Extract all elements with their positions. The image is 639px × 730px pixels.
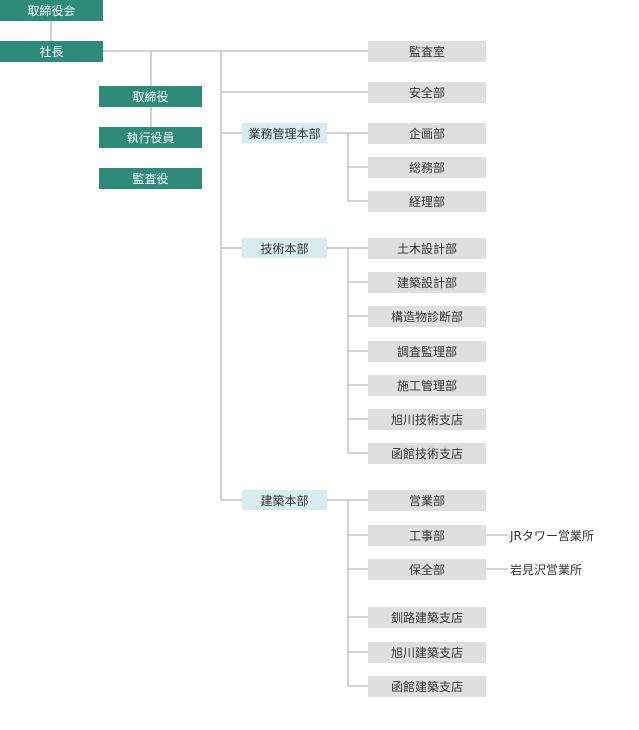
dept-box: 調査監理部 <box>368 341 486 362</box>
dept-box-audit-office: 監査室 <box>368 41 486 62</box>
dept-box: 施工管理部 <box>368 375 486 396</box>
sales-office-label: 岩見沢営業所 <box>510 563 583 577</box>
president-box: 社長 <box>0 41 103 62</box>
dept-box: 旭川技術支店 <box>368 409 486 430</box>
officer-box-directors: 取締役 <box>99 86 202 107</box>
dept-box: 総務部 <box>368 157 486 178</box>
division-box-engineering: 技術本部 <box>242 238 327 258</box>
sales-office-label: JRタワー営業所 <box>510 529 594 543</box>
dept-box: 釧路建築支店 <box>368 607 486 628</box>
dept-box: 旭川建築支店 <box>368 642 486 663</box>
dept-box: 経理部 <box>368 191 486 212</box>
dept-box: 土木設計部 <box>368 238 486 259</box>
officer-box-auditors: 監査役 <box>99 168 202 189</box>
board-of-directors-box: 取締役会 <box>0 0 103 21</box>
dept-box: 建築設計部 <box>368 272 486 293</box>
dept-box: 構造物診断部 <box>368 306 486 327</box>
dept-box: 工事部 <box>368 525 486 546</box>
division-box-business-management: 業務管理本部 <box>242 123 327 143</box>
division-box-construction: 建築本部 <box>242 490 327 510</box>
dept-box: 保全部 <box>368 559 486 580</box>
officer-box-executive-officers: 執行役員 <box>99 127 202 148</box>
dept-box: 函館建築支店 <box>368 676 486 697</box>
dept-box: 函館技術支店 <box>368 443 486 464</box>
dept-box-safety: 安全部 <box>368 82 486 103</box>
dept-box: 営業部 <box>368 490 486 511</box>
dept-box: 企画部 <box>368 123 486 144</box>
